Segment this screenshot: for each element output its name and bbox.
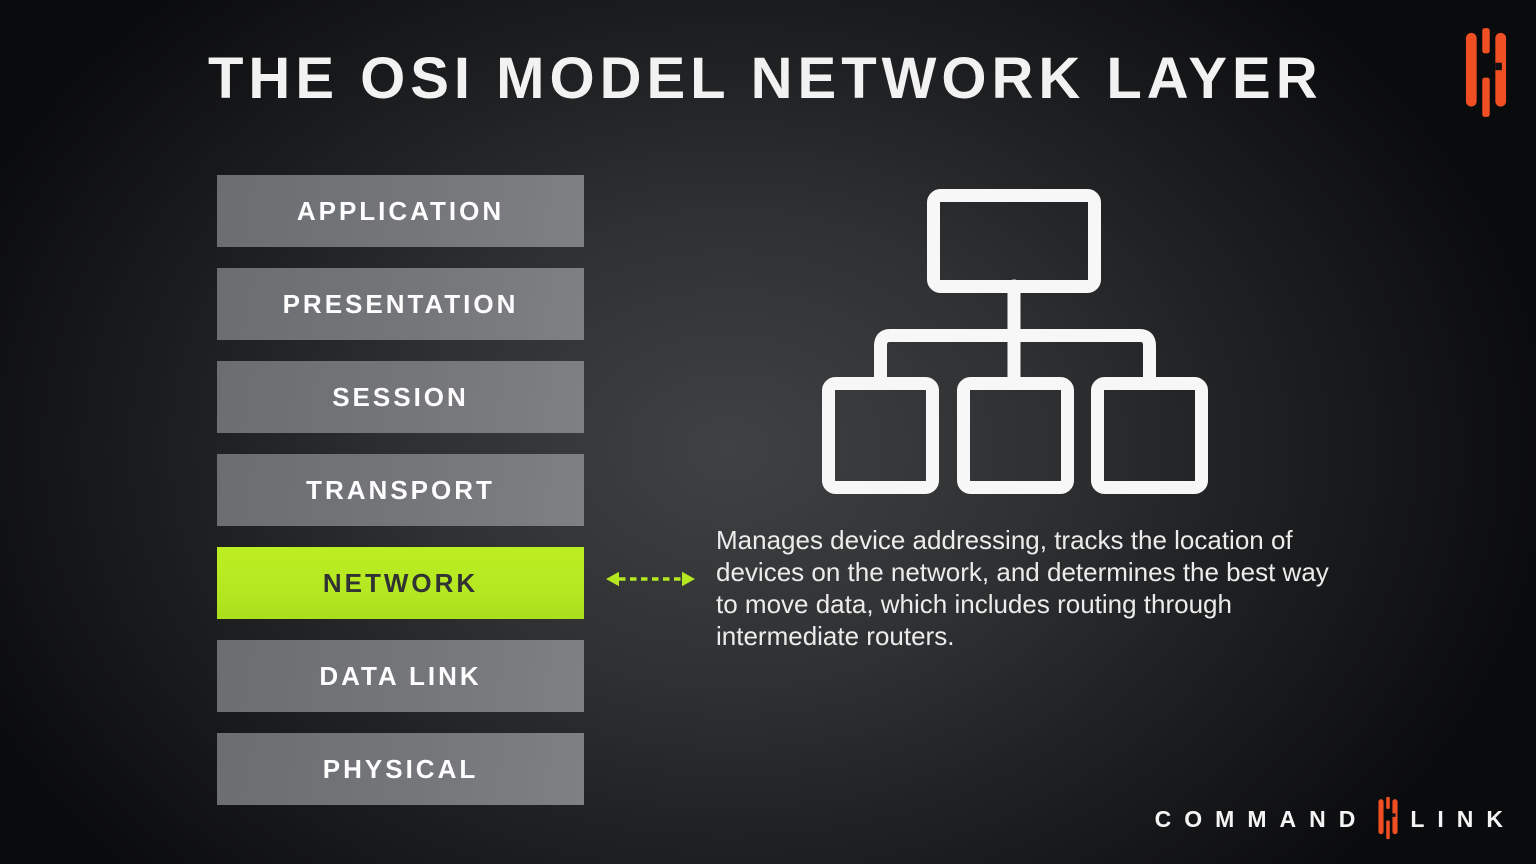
description-line: Manages device addressing, tracks the lo… <box>716 525 1293 555</box>
osi-layer-presentation: PRESENTATION <box>217 268 584 340</box>
osi-layer-stack: APPLICATION PRESENTATION SESSION TRANSPORT N… <box>217 175 584 805</box>
brand-word-command: COMMAND <box>1154 805 1369 832</box>
osi-layer-application: APPLICATION <box>217 175 584 247</box>
osi-layer-data-link: DATA LINK <box>217 640 584 712</box>
osi-layer-network: NETWORK <box>217 547 584 619</box>
description-line: devices on the network, and determines t… <box>716 557 1329 587</box>
brand-logo-top <box>1465 25 1507 120</box>
network-topology-icon <box>822 189 1208 494</box>
osi-layer-transport: TRANSPORT <box>217 454 584 526</box>
dashed-double-arrow-icon <box>606 571 695 587</box>
brand-logo-bottom: COMMAND LINK <box>1155 796 1516 840</box>
description-line: to move data, which includes routing thr… <box>716 589 1232 619</box>
page-title: THE OSI MODEL NETWORK LAYER <box>208 46 1323 111</box>
brand-word-link: LINK <box>1410 805 1516 832</box>
osi-layer-session: SESSION <box>217 361 584 433</box>
description-line: intermediate routers. <box>716 621 955 651</box>
network-pointer-arrow <box>603 566 698 592</box>
command-link-mark-icon <box>1465 28 1507 117</box>
osi-layer-physical: PHYSICAL <box>217 733 584 805</box>
command-link-mark-icon <box>1378 796 1398 840</box>
network-layer-description: Manages device addressing, tracks the lo… <box>716 524 1416 652</box>
network-topology-diagram <box>820 188 1212 500</box>
